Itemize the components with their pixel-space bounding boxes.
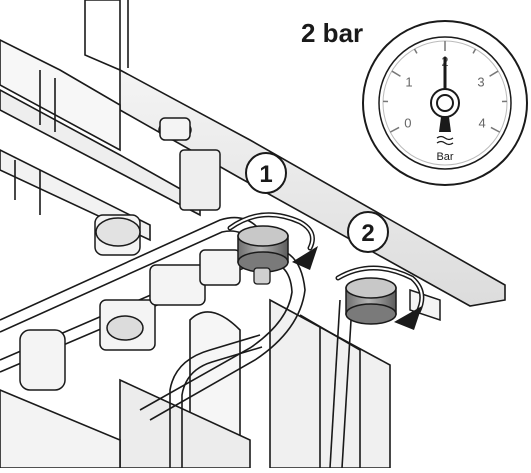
callout-2-label: 2 [361,220,374,247]
pressure-gauge: 01234 Bar [363,21,527,185]
gauge-tick-label: 3 [477,74,484,89]
callout-2: 2 [348,212,388,252]
valve-knob-2[interactable] [346,278,396,324]
gauge-tick-label: 4 [478,116,485,131]
gauge-tick-label: 1 [405,74,412,89]
gauge-tick-label: 0 [404,116,411,131]
callout-1-label: 1 [259,161,272,188]
arrow-head-1-icon [292,246,318,270]
arrow-head-2-icon [394,306,422,330]
gauge-unit: Bar [436,151,453,163]
valve-knob-1[interactable] [238,226,288,284]
pressure-label: 2 bar [301,18,363,49]
callout-1: 1 [246,153,286,193]
